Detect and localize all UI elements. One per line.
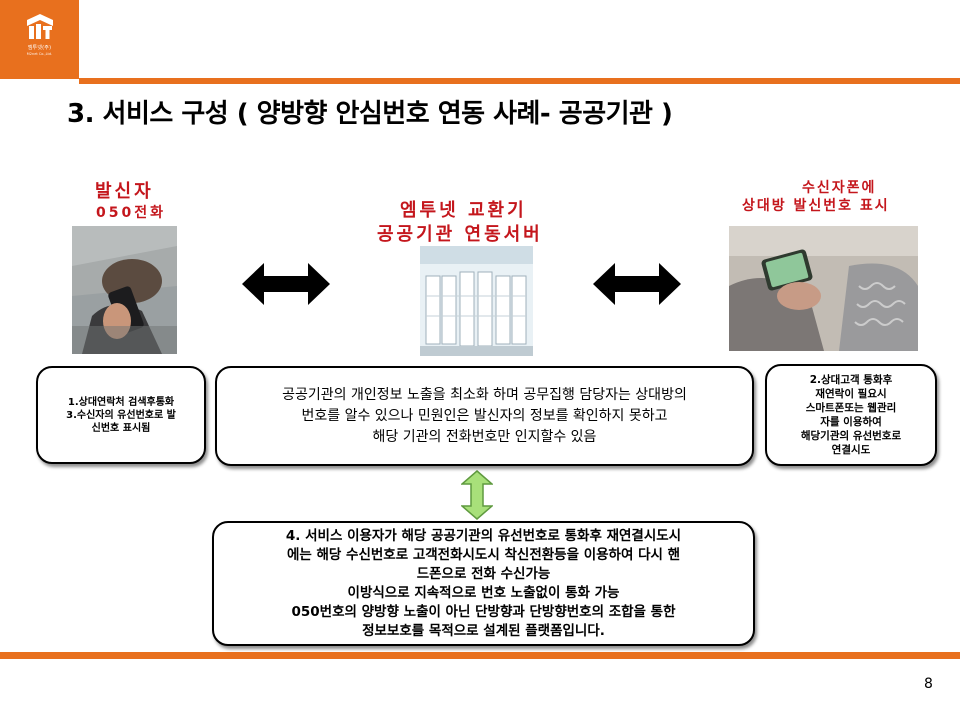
caller-server-bidirectional-arrow-icon — [242, 263, 330, 305]
updown-arrow-icon — [461, 470, 493, 520]
caller-steps-box: 1.상대연락처 검색후통화 3.수신자의 유선번호로 발 신번호 표시됨 — [36, 366, 206, 464]
receiver-sublabel: 상대방 발신번호 표시 — [742, 198, 890, 214]
logo-company-name: 엠투넷(주) — [27, 45, 52, 51]
receiver-step-line: 연결시도 — [831, 444, 871, 456]
server-description-line: 공공기관의 개인정보 노출을 최소화 하며 공무집행 담당자는 상대방의 — [282, 386, 687, 403]
caller-label: 발신자 — [95, 181, 154, 202]
summary-line: 정보보호를 목적으로 설계된 플랫폼입니다. — [362, 622, 605, 639]
server-description-line: 해당 기관의 전화번호만 인지할수 있음 — [372, 428, 597, 445]
receiver-step-line: 해당기관의 유선번호로 — [800, 430, 902, 442]
footer-accent-band — [0, 652, 960, 659]
caller-step-line: 신번호 표시됨 — [91, 422, 151, 434]
caller-step-line: 1.상대연락처 검색후통화 — [67, 396, 175, 408]
caller-sublabel: 050전화 — [96, 205, 166, 221]
summary-line: 4. 서비스 이용자가 해당 공공기관의 유선번호로 통화후 재연결시도시 — [285, 527, 682, 544]
receiver-step-line: 자를 이용하여 — [820, 416, 882, 428]
page-number: 8 — [924, 676, 933, 692]
summary-line: 에는 해당 수신번호로 고객전화시도시 착신전환등을 이용하여 다시 핸 — [286, 546, 681, 563]
caller-step-line: 3.수신자의 유선번호로 발 — [66, 409, 176, 421]
server-description-box: 공공기관의 개인정보 노출을 최소화 하며 공무집행 담당자는 상대방의 번호를… — [215, 366, 754, 466]
receiver-label: 수신자폰에 — [802, 180, 877, 196]
server-sublabel: 공공기관 연동서버 — [377, 224, 543, 245]
service-summary-box: 4. 서비스 이용자가 해당 공공기관의 유선번호로 통화후 재연결시도시 에는… — [212, 521, 755, 646]
receiver-steps-box: 2.상대고객 통화후 재연락이 필요시 스마트폰또는 웹관리 자를 이용하여 해… — [765, 364, 937, 466]
receiver-step-line: 스마트폰또는 웹관리 — [805, 402, 897, 414]
summary-line: 드폰으로 전화 수신가능 — [416, 565, 551, 582]
m2net-logo-icon — [26, 14, 53, 39]
header-accent-band — [79, 78, 960, 84]
company-logo: 엠투넷(주) M2net Co.,Ltd. — [0, 0, 79, 79]
slide-title: 3. 서비스 구성 ( 양방향 안심번호 연동 사례- 공공기관 ) — [67, 99, 673, 129]
server-receiver-bidirectional-arrow-icon — [593, 263, 681, 305]
summary-line: 이방식으로 지속적으로 번호 노출없이 통화 가능 — [347, 584, 620, 601]
logo-company-subtitle: M2net Co.,Ltd. — [26, 52, 53, 56]
receiver-step-line: 재연락이 필요시 — [815, 388, 887, 400]
summary-line: 050번호의 양방향 노출이 아닌 단방향과 단방향번호의 조합을 통한 — [291, 603, 676, 620]
receiver-smartphone-photo — [729, 226, 918, 351]
server-description-line: 번호를 알수 있으나 민원인은 발신자의 정보를 확인하지 못하고 — [301, 407, 668, 424]
server-label: 엠투넷 교환기 — [400, 200, 527, 221]
receiver-step-line: 2.상대고객 통화후 — [809, 374, 893, 386]
server-room-photo — [420, 246, 533, 356]
caller-phone-photo — [72, 226, 177, 354]
